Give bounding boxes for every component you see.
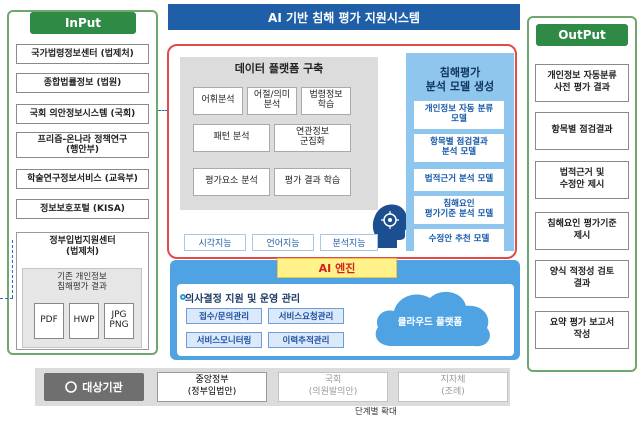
model-item: 항목별 점검결과 분석 모델 <box>414 134 504 162</box>
engine-button: 접수/문의관리 <box>186 308 262 324</box>
ai-engine-label: AI 엔진 <box>277 258 397 278</box>
output-item: 법적근거 및 수정안 제시 <box>535 161 629 199</box>
connector-line <box>12 240 13 298</box>
bullet-icon <box>180 294 186 300</box>
org-item-central: 중앙정부 (정부입법안) <box>157 372 267 402</box>
building-icon <box>65 381 78 393</box>
output-header: OutPut <box>536 24 628 46</box>
platform-cell: 어휘분석 <box>193 87 243 115</box>
input-item: 프리즘-온나라 정책연구 (행안부) <box>16 132 149 158</box>
page-title: AI 기반 침해 평가 지원시스템 <box>168 4 520 30</box>
target-org-label: 대상기관 <box>44 373 144 401</box>
input-item: 국가법령정보센터 (법제처) <box>16 44 149 64</box>
platform-cell: 평가요소 분석 <box>193 168 270 196</box>
connector-line <box>0 298 13 299</box>
engine-button: 서비스요청관리 <box>268 308 344 324</box>
language-intelligence-tag: 언어지능 <box>252 234 314 251</box>
engine-button: 이력추적관리 <box>268 332 344 348</box>
platform-cell: 법령정보 학습 <box>301 87 351 115</box>
input-item: 정보보호포털 (KISA) <box>16 199 149 219</box>
ai-head-icon <box>372 204 409 248</box>
model-item: 침해요인 평가기준 분석 모델 <box>414 196 504 224</box>
engine-button: 서비스모니터링 <box>186 332 262 348</box>
model-item: 법적근거 분석 모델 <box>414 169 504 191</box>
input-item: 종합법률정보 (법원) <box>16 73 149 93</box>
output-item: 개인정보 자동분류 사전 평가 결과 <box>535 64 629 102</box>
analysis-model-title: 침해평가 분석 모델 생성 <box>425 66 495 94</box>
platform-cell: 연관정보 군집화 <box>274 124 351 152</box>
previous-results-label: 기존 개인정보 침해평가 결과 <box>57 272 107 293</box>
output-item: 양식 적정성 검토 결과 <box>535 260 629 298</box>
hwp-doc-icon: HWP <box>69 303 99 339</box>
input-item: 학술연구정보서비스 (교육부) <box>16 169 149 189</box>
platform-cell: 어절/의미 분석 <box>247 87 297 115</box>
stage-expansion-note: 단계별 확대 <box>355 407 397 417</box>
org-item-local: 지자체 (조례) <box>398 372 508 402</box>
connector-line <box>158 110 168 111</box>
cloud-icon <box>375 291 490 347</box>
input-item: 국회 의안정보시스템 (국회) <box>16 104 149 124</box>
input-header: InPut <box>30 12 136 34</box>
platform-cell: 평가 결과 학습 <box>274 168 351 196</box>
output-item: 침해요인 평가기준 제시 <box>535 212 629 250</box>
image-doc-icon: JPG PNG <box>104 303 134 339</box>
decision-support-title: 의사결정 지원 및 운영 관리 <box>185 294 301 305</box>
data-platform-title: 데이터 플랫폼 구축 <box>234 62 324 75</box>
target-org-text: 대상기관 <box>82 381 123 394</box>
visual-intelligence-tag: 시각지능 <box>184 234 246 251</box>
model-item: 수정안 추천 모델 <box>414 229 504 251</box>
analysis-intelligence-tag: 분석지능 <box>320 234 378 251</box>
output-item: 요약 평가 보고서 작성 <box>535 311 629 349</box>
platform-cell: 패턴 분석 <box>193 124 270 152</box>
pdf-doc-icon: PDF <box>34 303 64 339</box>
output-item: 항목별 점검결과 <box>535 112 629 150</box>
legislation-center-title: 정부입법지원센터 (법제처) <box>49 236 116 258</box>
model-item: 개인정보 자동 분류 모델 <box>414 101 504 129</box>
org-item-assembly: 국회 (의원발의안) <box>278 372 388 402</box>
cloud-platform-label: 클라우드 플랫폼 <box>397 317 463 328</box>
